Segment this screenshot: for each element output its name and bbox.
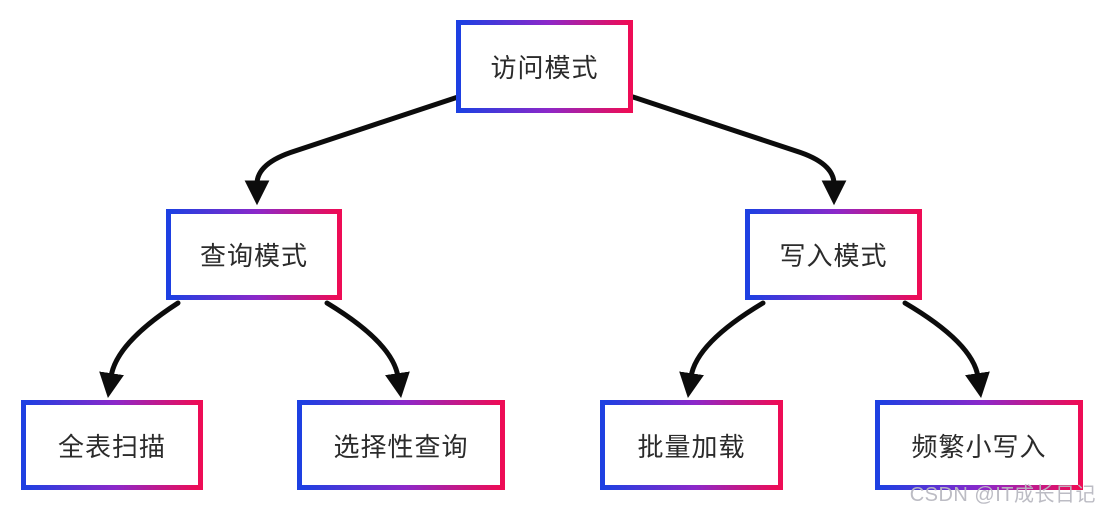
node-batch-load: 批量加载 [600, 400, 783, 490]
node-batch-load-label: 批量加载 [637, 431, 746, 462]
edge-access-to-write [630, 94, 847, 206]
node-access-mode-label: 访问模式 [490, 53, 599, 83]
node-selective-query: 选择性查询 [297, 400, 505, 490]
node-frequent-small-writes-label: 频繁小写入 [911, 431, 1047, 462]
node-query-mode: 查询模式 [166, 209, 342, 300]
edge-query-to-fullscan [99, 300, 181, 399]
node-full-table-scan-label: 全表扫描 [57, 431, 166, 462]
edge-query-to-selective [324, 300, 410, 399]
node-full-table-scan: 全表扫描 [21, 400, 203, 490]
edge-write-to-batch [679, 300, 766, 399]
csdn-watermark: CSDN @IT成长日记 [909, 484, 1096, 506]
node-write-mode: 写入模式 [745, 209, 922, 300]
edge-write-to-frequent [902, 300, 990, 399]
node-write-mode-label: 写入模式 [779, 241, 888, 271]
node-query-mode-label: 查询模式 [199, 241, 308, 271]
node-frequent-small-writes: 频繁小写入 [875, 400, 1083, 490]
edge-access-to-query [244, 94, 461, 206]
node-access-mode: 访问模式 [456, 20, 633, 113]
node-selective-query-label: 选择性查询 [333, 431, 469, 462]
